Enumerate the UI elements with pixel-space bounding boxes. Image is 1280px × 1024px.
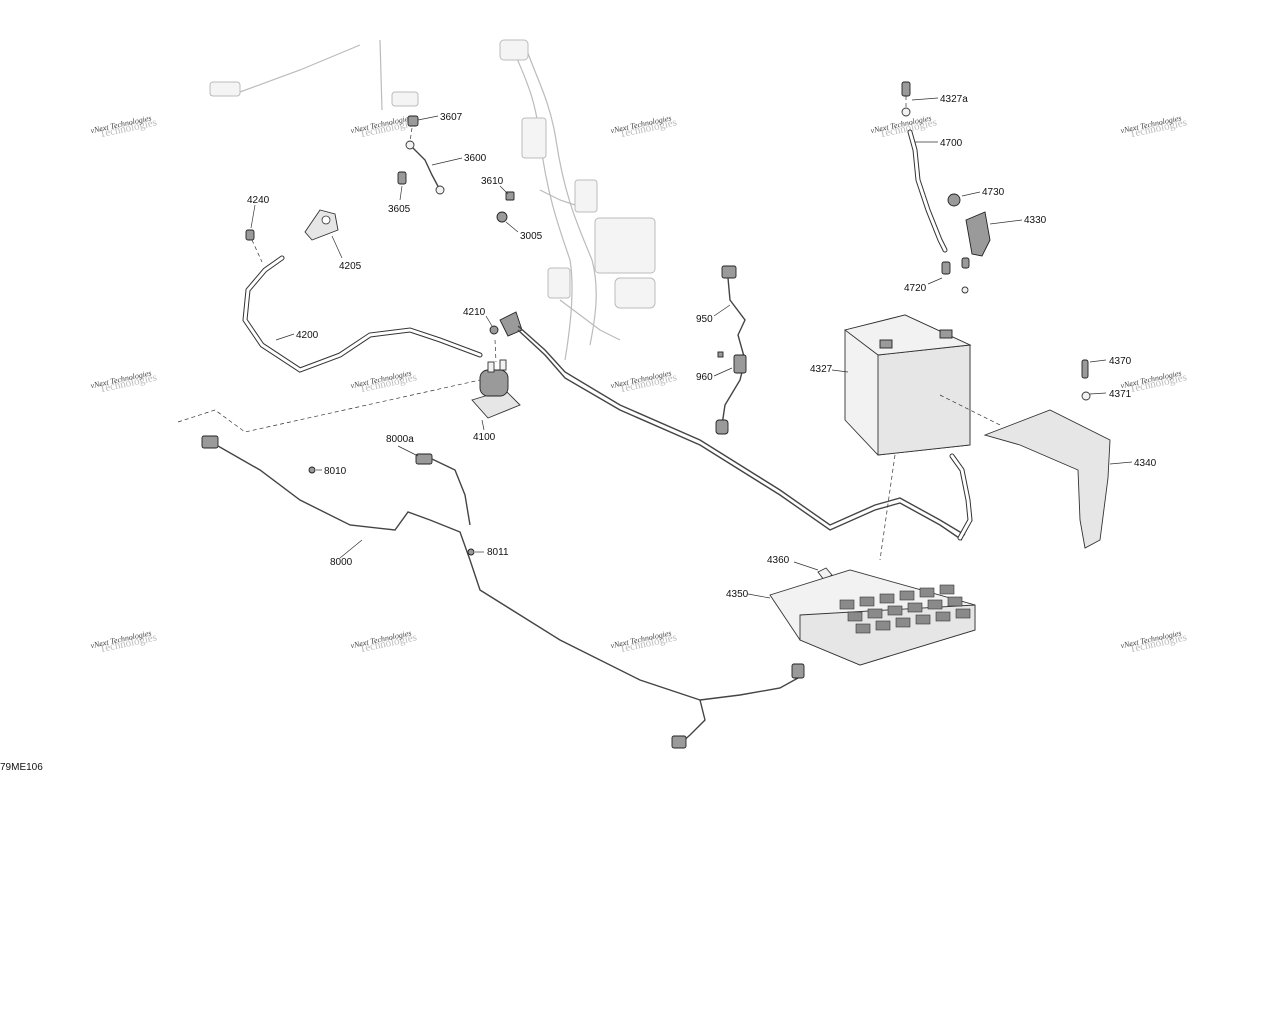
part-950-harness (713, 265, 746, 435)
part-4720-bolt (927, 257, 970, 294)
part-3005-nut (496, 211, 519, 233)
tray-cell (919, 587, 935, 598)
part-labels: 3607 3600 3610 3605 3005 4240 4205 4200 … (247, 94, 1157, 600)
label-4370: 4370 (1109, 356, 1132, 367)
tray-cell (899, 590, 915, 601)
label-4730: 4730 (982, 187, 1005, 198)
label-3005: 3005 (520, 231, 543, 242)
tray-cell (847, 611, 863, 622)
tray-cell (875, 620, 891, 631)
part-battery-negative-cable (949, 453, 973, 541)
part-8011-clip (467, 548, 484, 556)
part-8000-harness (177, 379, 805, 749)
label-3607: 3607 (440, 112, 463, 123)
label-4200: 4200 (296, 330, 319, 341)
tray-cell (907, 602, 923, 613)
background-frame-ghost (209, 39, 656, 361)
label-4205: 4205 (339, 261, 362, 272)
label-4327a: 4327a (940, 94, 968, 105)
tray-cell (839, 599, 855, 610)
label-4327: 4327 (810, 364, 833, 375)
part-4330-terminal-cap (965, 211, 1023, 257)
part-3600-ground-strap (405, 127, 463, 195)
tray-cell (927, 599, 943, 610)
part-4327a-bolt (901, 81, 939, 117)
label-8000: 8000 (330, 557, 353, 568)
label-4210: 4210 (463, 307, 486, 318)
part-960-relay (713, 351, 747, 377)
tray-cell (879, 593, 895, 604)
label-8000a: 8000a (386, 434, 414, 445)
part-8010-clip (308, 466, 322, 474)
label-4700: 4700 (940, 138, 963, 149)
part-4210-nut (485, 315, 499, 335)
label-4340: 4340 (1134, 458, 1157, 469)
label-4330: 4330 (1024, 215, 1047, 226)
label-4360: 4360 (767, 555, 790, 566)
part-4340-bracket (983, 409, 1133, 549)
tray-cell (947, 596, 963, 607)
label-4720: 4720 (904, 283, 927, 294)
label-3600: 3600 (464, 153, 487, 164)
label-3610: 3610 (481, 176, 504, 187)
part-3605-bolt (397, 171, 407, 201)
label-8010: 8010 (324, 466, 347, 477)
part-4205-terminal-cover (304, 209, 343, 259)
part-4350-battery-tray (747, 569, 976, 666)
tray-cell (955, 608, 971, 619)
tray-cell (895, 617, 911, 628)
tray-cell (915, 614, 931, 625)
label-960: 960 (696, 372, 713, 383)
figure-code: 79ME106 (0, 762, 43, 773)
part-8000a-connector (397, 445, 471, 526)
label-3605: 3605 (388, 204, 411, 215)
label-4240: 4240 (247, 195, 270, 206)
label-950: 950 (696, 314, 713, 325)
part-4327-battery (831, 314, 1001, 561)
part-3607-terminal (407, 115, 439, 127)
label-4371: 4371 (1109, 389, 1132, 400)
part-4100-solenoid (471, 339, 521, 431)
part-4700-strap (907, 129, 948, 253)
label-4100: 4100 (473, 432, 496, 443)
tray-cell (935, 611, 951, 622)
label-8011: 8011 (487, 547, 509, 558)
part-main-harness (499, 311, 966, 541)
tray-cell (859, 596, 875, 607)
part-4200-positive-cable (242, 255, 483, 373)
tray-cell (867, 608, 883, 619)
part-4371-washer (1081, 391, 1107, 401)
part-4240-bolt (245, 204, 263, 263)
part-4730-nut (947, 191, 981, 207)
tray-cell (939, 584, 955, 595)
label-4350: 4350 (726, 589, 749, 600)
part-3610-screw (499, 185, 515, 201)
tray-cell (887, 605, 903, 616)
tray-cell (855, 623, 871, 634)
part-4370-bolt (1081, 359, 1107, 379)
